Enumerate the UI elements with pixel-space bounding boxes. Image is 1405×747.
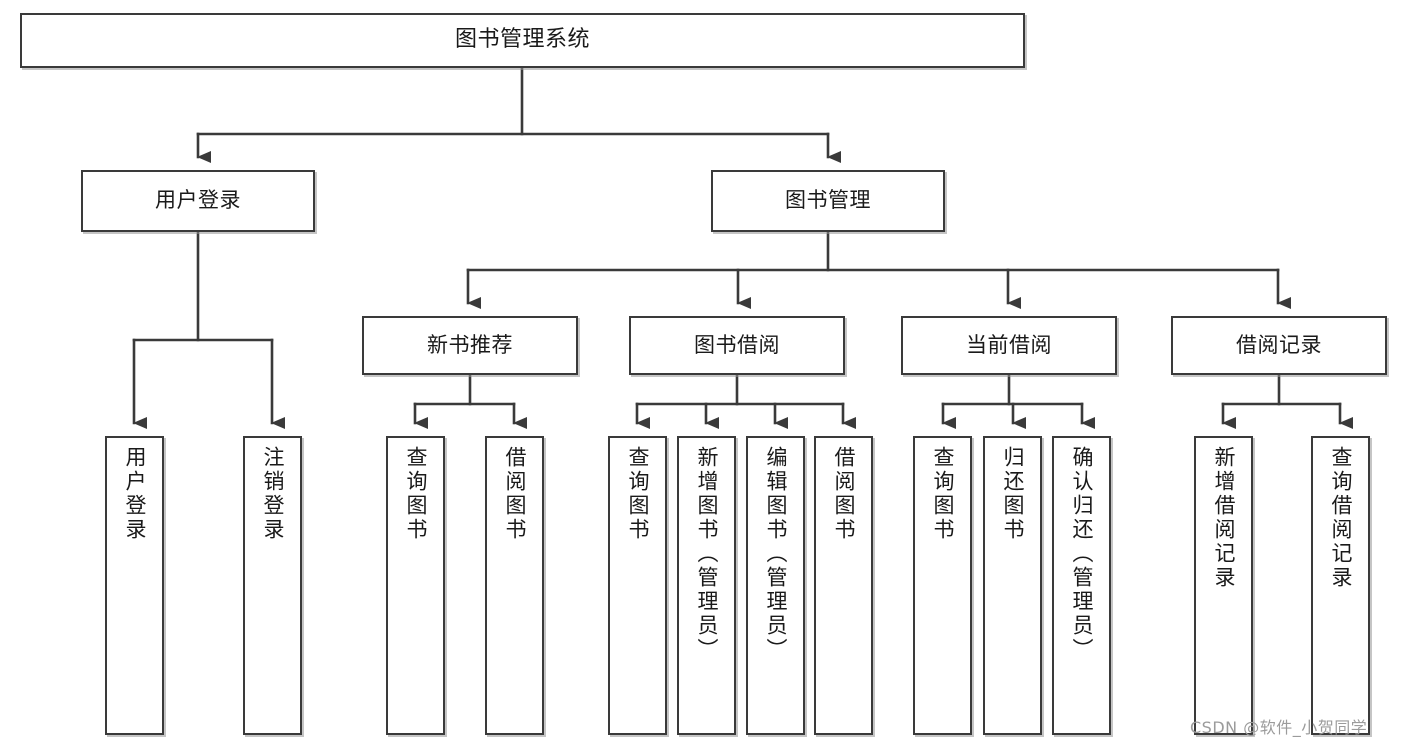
node-leaf-logout[interactable]: 注销登录	[243, 436, 302, 735]
node-book-borrow[interactable]: 图书借阅	[629, 316, 845, 375]
node-borrow-record[interactable]: 借阅记录	[1171, 316, 1387, 375]
node-leaf-query-record[interactable]: 查询借阅记录	[1311, 436, 1370, 735]
node-root-label: 图书管理系统	[454, 27, 590, 53]
node-leaf-user-login[interactable]: 用户登录	[105, 436, 164, 735]
node-leaf-query-record-label: 查询借阅记录	[1329, 446, 1353, 590]
node-leaf-logout-label: 注销登录	[261, 446, 285, 542]
node-leaf-confirm-return-label: 确认归还（管理员）	[1070, 446, 1094, 662]
node-leaf-return-book[interactable]: 归还图书	[983, 436, 1042, 735]
node-new-book-rec-label: 新书推荐	[427, 332, 513, 357]
node-book-borrow-label: 图书借阅	[694, 332, 780, 357]
node-user-login-label: 用户登录	[155, 188, 241, 213]
node-leaf-return-book-label: 归还图书	[1001, 446, 1025, 542]
node-leaf-borrow-book-2-label: 借阅图书	[832, 446, 856, 542]
node-leaf-query-book-2-label: 查询图书	[626, 446, 650, 542]
node-borrow-record-label: 借阅记录	[1236, 332, 1322, 357]
node-leaf-user-login-label: 用户登录	[123, 446, 147, 542]
node-leaf-borrow-book-1-label: 借阅图书	[503, 446, 527, 542]
node-leaf-add-record[interactable]: 新增借阅记录	[1194, 436, 1253, 735]
node-current-borrow-label: 当前借阅	[966, 332, 1052, 357]
node-root[interactable]: 图书管理系统	[20, 13, 1025, 68]
node-leaf-confirm-return[interactable]: 确认归还（管理员）	[1052, 436, 1111, 735]
node-leaf-edit-book[interactable]: 编辑图书（管理员）	[746, 436, 805, 735]
node-leaf-borrow-book-2[interactable]: 借阅图书	[814, 436, 873, 735]
node-leaf-query-book-1[interactable]: 查询图书	[386, 436, 445, 735]
node-book-manage[interactable]: 图书管理	[711, 170, 945, 232]
node-leaf-query-book-2[interactable]: 查询图书	[608, 436, 667, 735]
node-user-login[interactable]: 用户登录	[81, 170, 315, 232]
node-leaf-query-book-3-label: 查询图书	[931, 446, 955, 542]
node-leaf-edit-book-label: 编辑图书（管理员）	[764, 446, 788, 662]
node-current-borrow[interactable]: 当前借阅	[901, 316, 1117, 375]
node-leaf-borrow-book-1[interactable]: 借阅图书	[485, 436, 544, 735]
csdn-watermark: CSDN @软件_小贺同学	[1190, 718, 1368, 737]
node-book-manage-label: 图书管理	[785, 188, 871, 213]
node-leaf-query-book-3[interactable]: 查询图书	[913, 436, 972, 735]
node-leaf-query-book-1-label: 查询图书	[404, 446, 428, 542]
node-leaf-add-record-label: 新增借阅记录	[1212, 446, 1236, 590]
node-leaf-add-book-label: 新增图书（管理员）	[695, 446, 719, 662]
node-new-book-rec[interactable]: 新书推荐	[362, 316, 578, 375]
node-leaf-add-book[interactable]: 新增图书（管理员）	[677, 436, 736, 735]
